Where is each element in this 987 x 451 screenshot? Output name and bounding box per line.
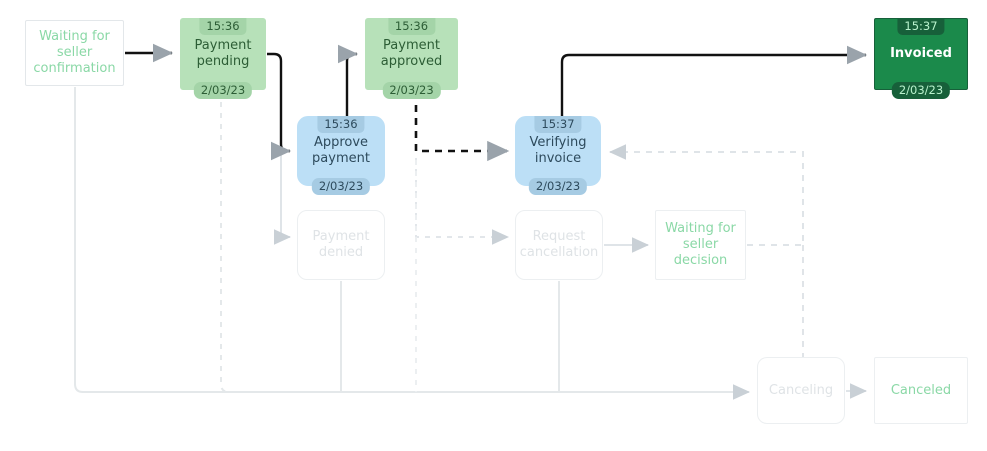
node-invoiced[interactable]: 15:37 Invoiced 2/03/23	[874, 18, 968, 99]
node-date-badge: 2/03/23	[891, 81, 951, 99]
edge-approve-payment-to-payment-denied	[274, 154, 291, 245]
node-label: Waiting for seller confirmation	[33, 29, 116, 76]
node-label: Canceling	[768, 382, 834, 398]
node-label: Payment approved	[380, 38, 443, 69]
node-date-badge: 2/03/23	[193, 81, 253, 99]
node-time-badge: 15:37	[897, 18, 945, 36]
node-label: Approve payment	[312, 135, 370, 166]
node-label: Invoiced	[890, 46, 952, 62]
edge-payment-approved-to-verifying-invoice	[414, 92, 510, 162]
node-verifying-invoice[interactable]: 15:37 Verifying invoice 2/03/23	[515, 116, 601, 195]
node-label: Request cancellation	[519, 229, 599, 260]
node-label: Payment denied	[312, 229, 370, 260]
edge-payment-pending-to-canceling	[220, 91, 700, 393]
node-time-badge: 15:36	[317, 116, 365, 134]
node-label: Waiting for seller decision	[665, 221, 736, 268]
node-label: Verifying invoice	[529, 135, 587, 166]
node-payment-denied[interactable]: Payment denied	[297, 210, 385, 280]
node-date-badge: 2/03/23	[382, 81, 441, 99]
node-time-badge: 15:36	[387, 18, 436, 36]
node-approve-payment[interactable]: 15:36 Approve payment 2/03/23	[297, 116, 385, 195]
edge-verifying-invoice-to-invoiced	[560, 45, 868, 120]
node-waiting-seller-confirmation[interactable]: Waiting for seller confirmation	[25, 20, 124, 86]
node-time-badge: 15:37	[534, 116, 582, 134]
node-request-cancellation[interactable]: Request cancellation	[515, 210, 603, 280]
edge-payment-approved-to-request-cancellation	[415, 158, 509, 245]
edge-approve-payment-to-payment-approved	[337, 44, 359, 116]
node-payment-pending[interactable]: 15:36 Payment pending 2/03/23	[180, 18, 266, 99]
edge-payment-pending-to-approve-payment	[267, 52, 292, 161]
node-label: Payment pending	[194, 38, 252, 69]
node-time-badge: 15:36	[199, 18, 247, 36]
node-date-badge: 2/03/23	[311, 177, 371, 195]
node-canceled[interactable]: Canceled	[874, 357, 968, 424]
node-canceling[interactable]: Canceling	[757, 357, 845, 424]
node-payment-approved[interactable]: 15:36 Payment approved 2/03/23	[365, 18, 458, 99]
node-label: Canceled	[890, 382, 952, 398]
node-waiting-seller-decision[interactable]: Waiting for seller decision	[655, 210, 746, 280]
edge-waiting-confirmation-to-canceling	[74, 87, 750, 400]
edge-waiting-decision-to-verifying-invoice	[609, 144, 804, 246]
node-date-badge: 2/03/23	[528, 177, 588, 195]
